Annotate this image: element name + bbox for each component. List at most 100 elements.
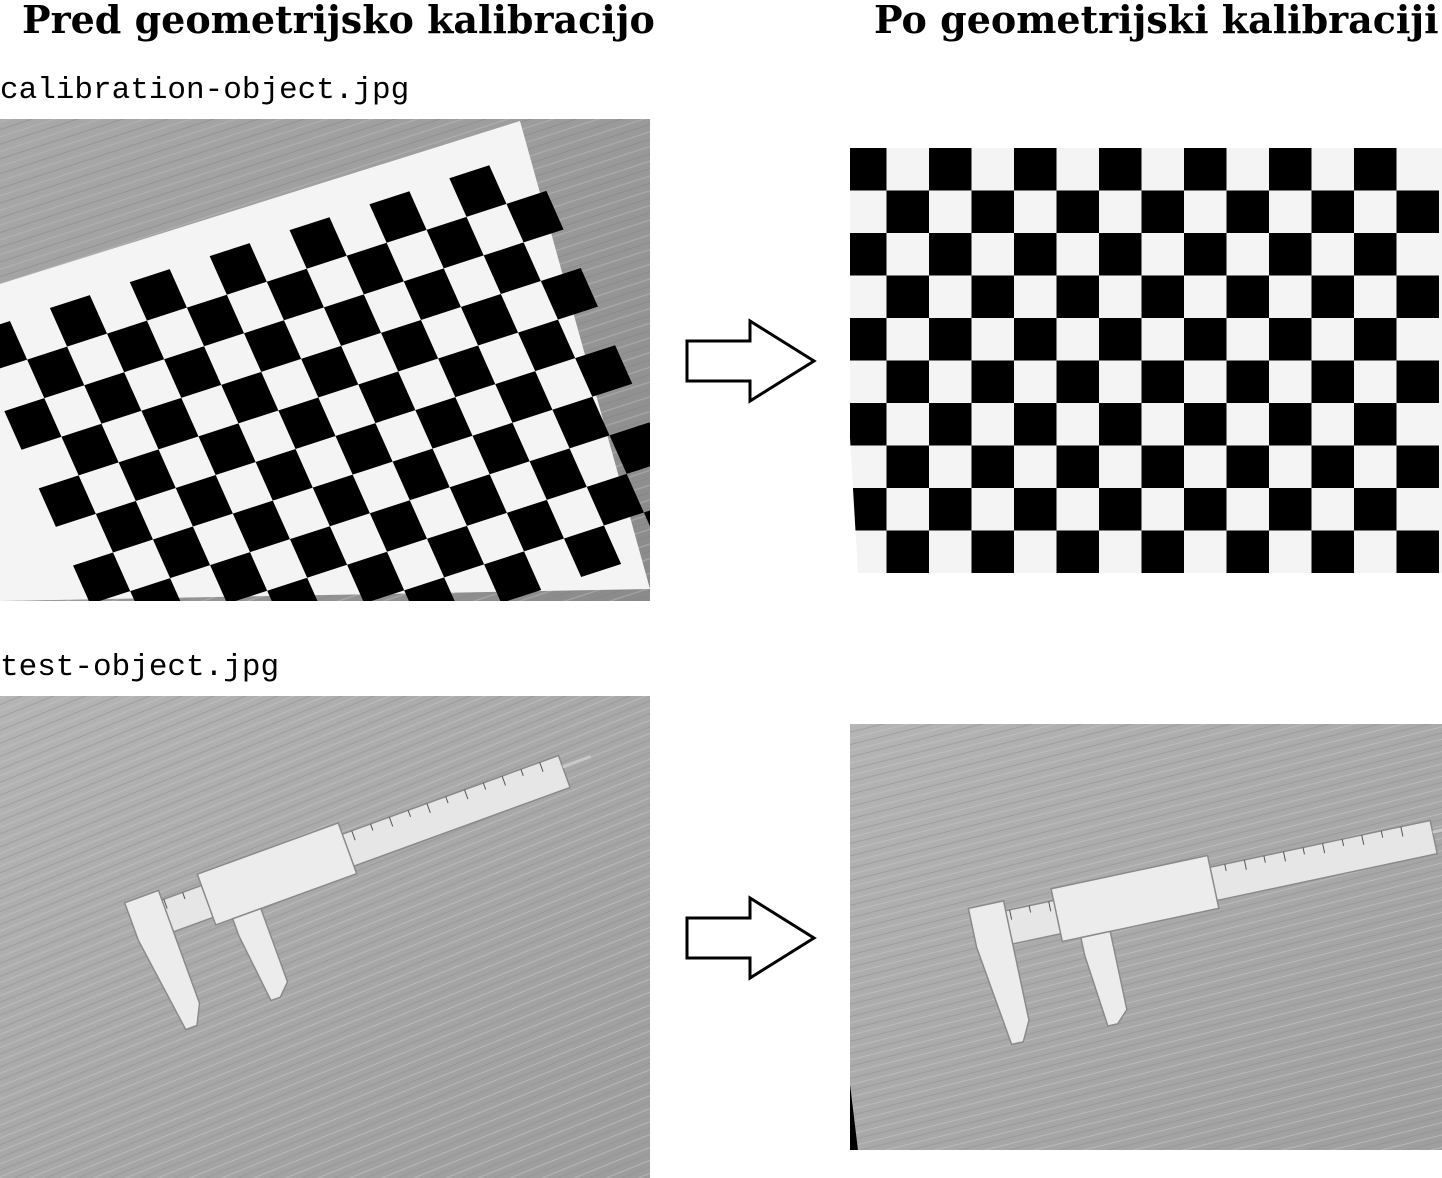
checker-square [586,473,644,526]
checker-square [971,190,1014,233]
test-rectified-image [850,724,1442,1150]
checker-square [1396,360,1439,403]
test-filename: test-object.jpg [0,650,280,685]
checker-square [1311,360,1354,403]
checker-square [1184,488,1227,531]
checker-square [1269,233,1312,276]
checker-square [1184,318,1227,361]
checker-square [49,295,108,347]
checker-square [1354,318,1397,361]
checker-square [1056,360,1099,403]
checker-square [267,577,325,601]
checker-square [929,488,972,531]
right-arrow-icon [685,895,817,981]
checker-square [971,445,1014,488]
checker-square [232,500,290,553]
caliper [967,819,1442,1046]
checker-square [1099,488,1142,531]
checker-square [1141,190,1184,233]
checker-square [1099,403,1142,446]
checker-square [4,398,62,450]
checker-square [552,396,610,449]
calibration-original-image [0,119,650,601]
checker-square [73,552,131,601]
checker-square [1269,488,1312,531]
checker-square [312,474,370,527]
checker-square [1014,403,1057,446]
checker-square [323,294,382,346]
checker-square [1056,530,1099,573]
checker-square [1014,318,1057,361]
checker-square [27,346,85,399]
checker-square [929,233,972,276]
checker-square [1269,403,1312,446]
checker-square [449,474,507,526]
checker-square [1226,530,1269,573]
checker-square [1014,148,1057,191]
checker-square [518,319,576,372]
checker-square [255,449,313,501]
checker-square [278,397,336,450]
heading-after-calibration: Po geometrijski kalibraciji [874,0,1439,42]
checker-square [1014,233,1057,276]
checker-square [369,191,427,243]
checker-square [129,269,187,321]
checker-square [347,551,405,601]
checker-square [1311,445,1354,488]
checker-square [1099,148,1142,191]
checker-square [929,318,972,361]
checker-square [575,345,633,397]
checkerboard [850,148,1439,573]
checker-square [1311,190,1354,233]
checker-square [506,499,564,552]
checker-square [346,242,404,295]
checker-square [563,525,622,578]
checker-square [244,320,302,372]
checker-square [426,216,484,269]
checker-square [609,422,650,474]
checker-square [175,474,233,527]
checker-square [971,530,1014,573]
checker-square [1226,360,1269,403]
checker-square [95,500,153,553]
checker-square [1311,275,1354,318]
right-arrow-icon [685,318,817,404]
checker-square [335,423,393,475]
checker-square [0,321,28,373]
checker-square [1396,445,1439,488]
checker-square [1269,148,1312,191]
checker-square [929,403,972,446]
checker-square [404,577,462,601]
checker-square [209,243,267,295]
checker-square [358,371,416,424]
checker-square [1226,445,1269,488]
checker-square [301,345,359,398]
checker-square [369,500,427,552]
checker-square [971,360,1014,403]
checker-square [289,217,347,269]
checker-square [1141,360,1184,403]
calibration-rectified-image [850,148,1442,573]
checker-square [850,403,887,446]
checker-square [1141,445,1184,488]
checker-square [1184,403,1227,446]
checker-square [1354,148,1397,191]
checker-square [540,268,598,320]
checker-square [1056,445,1099,488]
checker-square [107,320,165,373]
checker-square [186,294,245,347]
checker-square [415,397,473,449]
checker-square [289,526,348,578]
checker-square [1141,275,1184,318]
checker-square [1396,530,1439,573]
checker-square [1056,275,1099,318]
checker-square [449,165,507,217]
checker-square [38,475,96,527]
checker-square [266,268,324,321]
checker-square [1311,530,1354,573]
checker-square [403,268,461,320]
checker-square [130,578,188,601]
checker-square [164,346,222,398]
checker-square [141,397,199,450]
checker-square [495,371,553,423]
